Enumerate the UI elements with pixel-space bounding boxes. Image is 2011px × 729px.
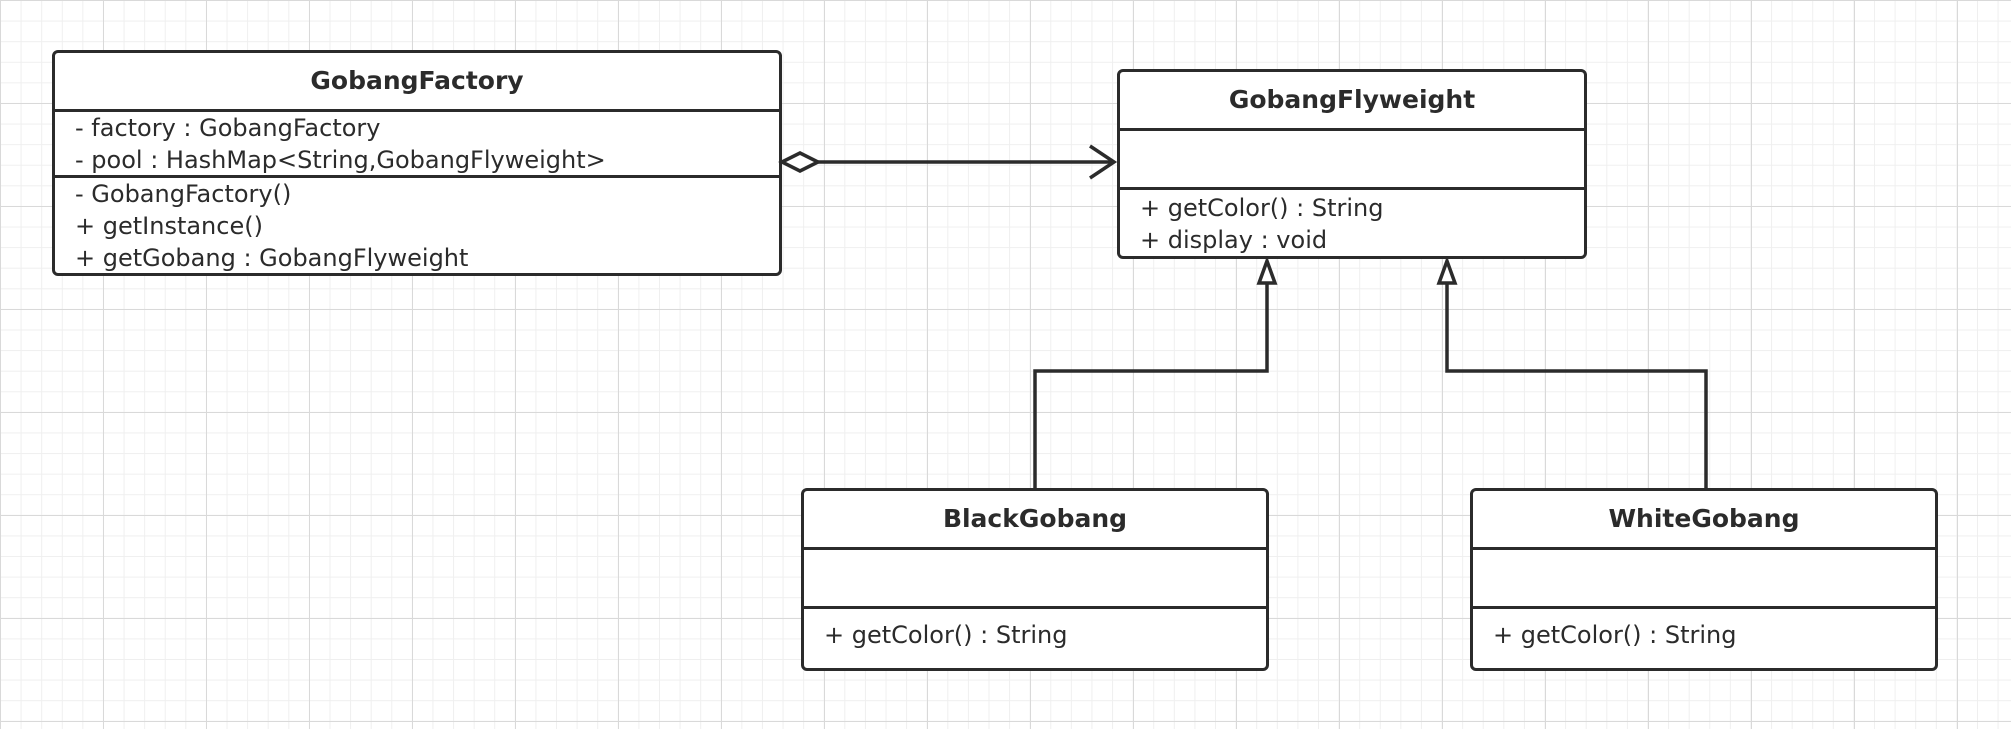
class-name: BlackGobang (804, 491, 1266, 550)
operations-compartment: + getColor() : String (1473, 609, 1935, 668)
class-name: GobangFlyweight (1120, 72, 1584, 131)
aggregation-diamond (778, 151, 822, 173)
operation: + getInstance() (75, 212, 263, 240)
operations-compartment: - GobangFactory() + getInstance() + getG… (55, 178, 779, 273)
aggregation-arrowhead (1089, 144, 1118, 180)
attributes-compartment: - factory : GobangFactory - pool : HashM… (55, 112, 779, 178)
class-name: WhiteGobang (1473, 491, 1935, 550)
operation: + display : void (1140, 226, 1328, 254)
operations-compartment: + getColor() : String + display : void (1120, 190, 1584, 256)
generalization-triangle (1436, 255, 1458, 285)
attribute: - pool : HashMap<String,GobangFlyweight> (75, 146, 606, 174)
attributes-compartment (1120, 131, 1584, 190)
class-white-gobang[interactable]: WhiteGobang + getColor() : String (1470, 488, 1938, 671)
class-name: GobangFactory (55, 53, 779, 112)
generalization-triangle (1256, 255, 1278, 285)
operation: + getGobang : GobangFlyweight (75, 244, 469, 272)
class-gobang-flyweight[interactable]: GobangFlyweight + getColor() : String + … (1117, 69, 1587, 259)
generalization-line (1033, 283, 1269, 488)
operation: + getColor() : String (824, 621, 1068, 649)
operation: + getColor() : String (1140, 194, 1384, 222)
operation: - GobangFactory() (75, 180, 292, 208)
attributes-compartment (1473, 550, 1935, 609)
attributes-compartment (804, 550, 1266, 609)
generalization-connector-white[interactable] (1436, 255, 1708, 488)
generalization-connector-black[interactable] (1033, 255, 1278, 488)
operation: + getColor() : String (1493, 621, 1737, 649)
class-gobang-factory[interactable]: GobangFactory - factory : GobangFactory … (52, 50, 782, 276)
attribute: - factory : GobangFactory (75, 114, 381, 142)
generalization-line (1445, 283, 1708, 488)
operations-compartment: + getColor() : String (804, 609, 1266, 668)
aggregation-connector[interactable] (778, 144, 1118, 180)
class-black-gobang[interactable]: BlackGobang + getColor() : String (801, 488, 1269, 671)
